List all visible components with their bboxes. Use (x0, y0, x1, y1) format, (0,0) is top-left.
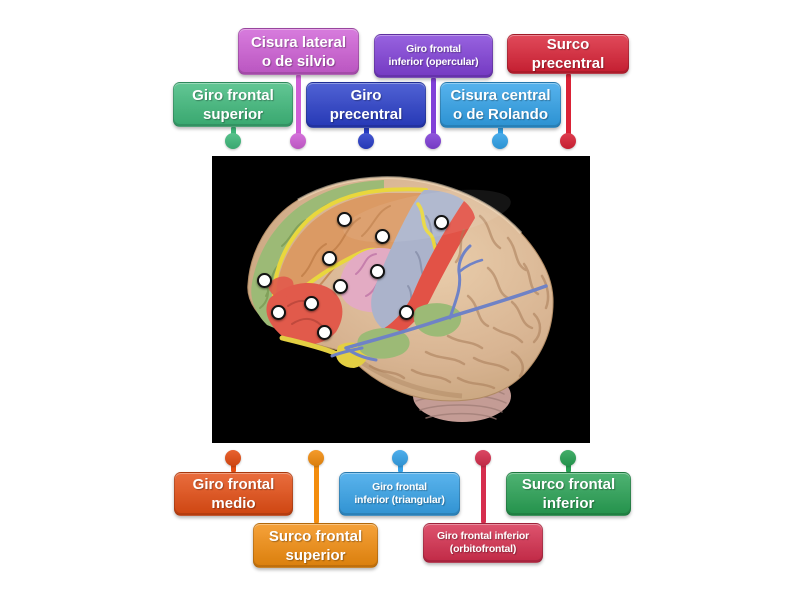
label-text: Giro frontal medio (192, 476, 275, 512)
label-box-giro-precentral[interactable]: Giro precentral (306, 82, 426, 128)
label-stem (565, 73, 571, 142)
label-stem (313, 458, 319, 524)
answer-marker[interactable] (369, 263, 385, 279)
label-box-giro-frontal-inferior-orbitofrontal[interactable]: Giro frontal inferior (orbitofrontal) (423, 523, 543, 563)
answer-marker[interactable] (270, 304, 286, 320)
label-box-cisura-central-o-de-rolando[interactable]: Cisura central o de Rolando (440, 82, 561, 128)
answer-marker[interactable] (256, 272, 272, 288)
label-text: Giro frontal inferior (triangular) (354, 481, 445, 506)
label-text: Giro frontal superior (192, 86, 274, 123)
label-text: Cisura central o de Rolando (450, 87, 551, 123)
label-box-surco-precentral[interactable]: Surco precentral (507, 34, 629, 74)
label-connector-dot (308, 450, 324, 466)
label-connector-dot (425, 133, 441, 149)
answer-marker[interactable] (332, 278, 348, 294)
label-box-giro-frontal-inferior-triangular[interactable]: Giro frontal inferior (triangular) (339, 472, 460, 516)
label-connector-dot (392, 450, 408, 466)
answer-marker[interactable] (303, 295, 319, 311)
answer-marker[interactable] (321, 250, 337, 266)
label-box-surco-frontal-superior[interactable]: Surco frontal superior (253, 523, 378, 568)
label-text: Surco precentral (531, 36, 605, 72)
label-connector-dot (225, 133, 241, 149)
label-text: Giro frontal inferior (orbitofrontal) (436, 530, 530, 555)
brain-illustration (212, 156, 590, 443)
label-text: Surco frontal superior (268, 527, 363, 564)
label-box-giro-frontal-inferior-opercular[interactable]: Giro frontal inferior (opercular) (374, 34, 493, 78)
label-connector-dot (475, 450, 491, 466)
answer-marker[interactable] (336, 211, 352, 227)
label-box-cisura-lateral-o-de-silvio[interactable]: Cisura lateral o de silvio (238, 28, 359, 75)
label-box-surco-frontal-inferior[interactable]: Surco frontal inferior (506, 472, 631, 516)
label-connector-dot (225, 450, 241, 466)
diagram-image (212, 156, 590, 443)
label-text: Giro precentral (329, 87, 403, 123)
label-connector-dot (290, 133, 306, 149)
answer-marker[interactable] (316, 324, 332, 340)
answer-marker[interactable] (374, 228, 390, 244)
answer-marker[interactable] (398, 304, 414, 320)
label-stem (295, 74, 301, 142)
label-connector-dot (358, 133, 374, 149)
answer-marker[interactable] (433, 214, 449, 230)
label-text: Surco frontal inferior (521, 476, 616, 512)
label-stem (480, 458, 486, 524)
label-connector-dot (560, 450, 576, 466)
label-box-giro-frontal-superior[interactable]: Giro frontal superior (173, 82, 293, 127)
label-connector-dot (560, 133, 576, 149)
label-stem (430, 77, 436, 142)
label-text: Giro frontal inferior (opercular) (388, 43, 479, 68)
label-text: Cisura lateral o de silvio (250, 33, 347, 70)
label-connector-dot (492, 133, 508, 149)
label-box-giro-frontal-medio[interactable]: Giro frontal medio (174, 472, 293, 516)
